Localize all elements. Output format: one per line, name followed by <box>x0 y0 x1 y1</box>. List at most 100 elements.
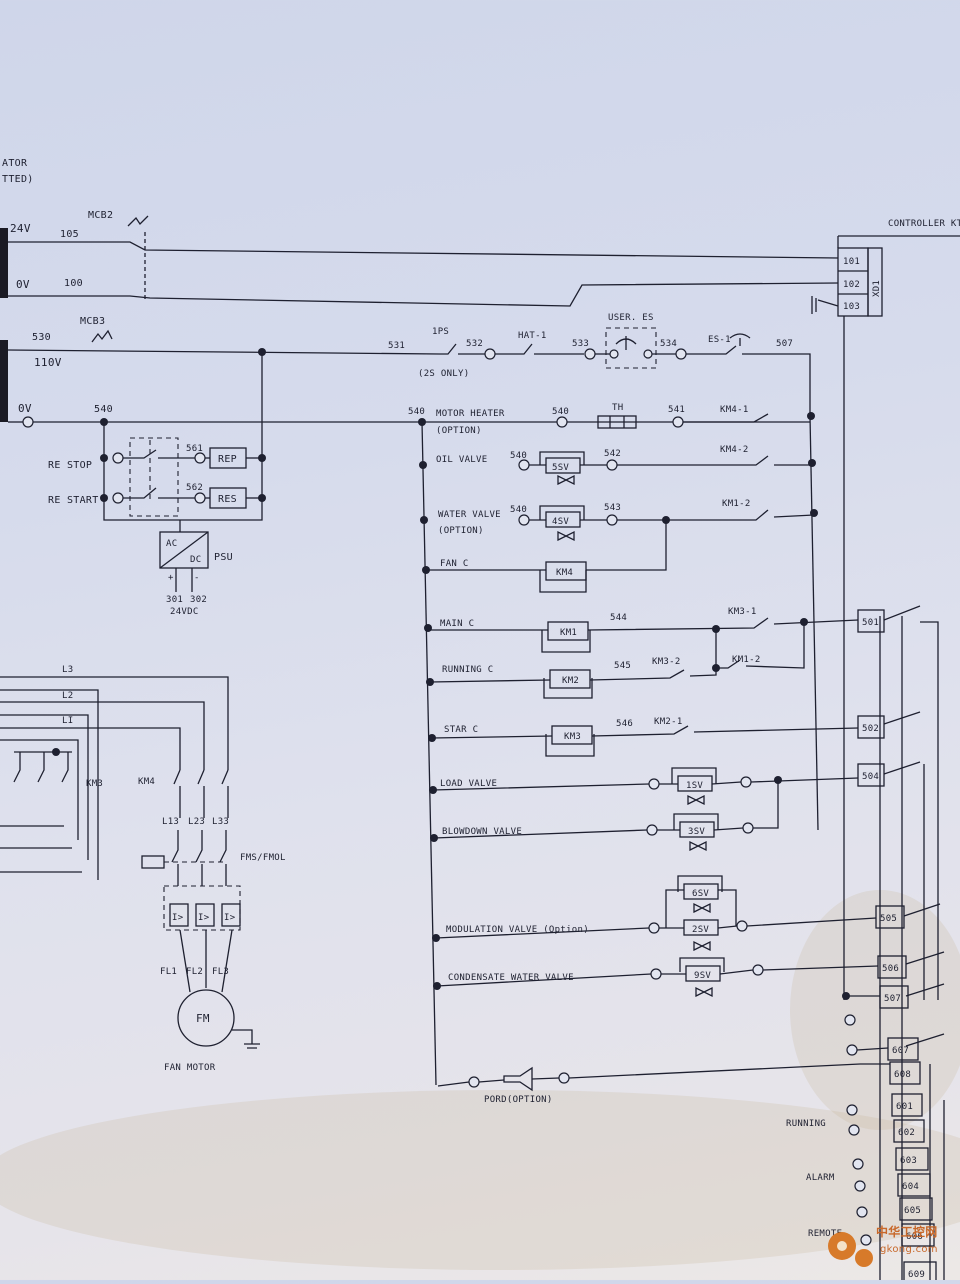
terminal-label-604: 604 <box>902 1182 919 1192</box>
wire-543: 543 <box>604 503 621 513</box>
label-1sv: 1SV <box>686 781 703 791</box>
label-km1-2: KM1-2 <box>732 655 761 665</box>
valve-symbol <box>687 794 705 806</box>
label-9sv: 9SV <box>694 971 711 981</box>
terminal-103: 103 <box>843 302 860 312</box>
wire-542: 542 <box>604 449 621 459</box>
hat1-contact <box>495 343 584 355</box>
wire-562: 562 <box>186 483 203 493</box>
label-km3-main: KM3 <box>86 779 103 789</box>
label-res: RES <box>218 494 237 505</box>
terminal-label-605: 605 <box>904 1206 921 1216</box>
terminal-box-609 <box>903 1261 937 1284</box>
valve-symbol <box>695 986 713 998</box>
wire-531: 531 <box>388 341 405 351</box>
terminal <box>468 1076 480 1088</box>
terminal-box-501 <box>857 609 885 633</box>
terminal <box>646 824 658 836</box>
label-user-es: USER. ES <box>608 313 654 323</box>
re-start-contact <box>123 487 196 499</box>
paper-stain <box>0 1090 960 1270</box>
wire-540: 540 <box>552 407 569 417</box>
label-condensate-valve: CONDENSATE WATER VALVE <box>448 973 574 983</box>
terminal-box-502 <box>857 715 885 739</box>
wire-302: 302 <box>190 595 207 605</box>
terminal-532 <box>484 348 496 360</box>
terminal <box>558 1072 570 1084</box>
label-km4-main: KM4 <box>138 777 155 787</box>
junction-dot <box>807 412 815 420</box>
wire <box>0 739 79 840</box>
label-km2: KM2 <box>562 676 579 686</box>
label-5sv: 5SV <box>552 463 569 473</box>
load-valve-wire <box>432 777 859 791</box>
wire-100: 100 <box>64 278 83 289</box>
label-overload: I> <box>198 913 210 923</box>
xd1-side <box>867 247 883 317</box>
label-km1-2: KM1-2 <box>722 499 751 509</box>
label-fan-motor: FAN MOTOR <box>164 1063 216 1073</box>
coil-km1 <box>547 621 589 641</box>
label-110v: 110V <box>34 356 62 369</box>
terminal <box>742 822 754 834</box>
terminal <box>856 1206 868 1218</box>
label-psu: PSU <box>214 552 233 563</box>
terminal <box>556 416 568 428</box>
terminal-101: 101 <box>843 257 860 267</box>
label-l23: L23 <box>188 817 205 827</box>
label-load-valve: LOAD VALVE <box>440 779 497 789</box>
label-fl2: FL2 <box>186 967 203 977</box>
label-km3: KM3 <box>564 732 581 742</box>
edge-bar <box>0 340 8 422</box>
label-24vdc: 24VDC <box>170 607 199 617</box>
wire <box>718 889 737 926</box>
main-c-wire <box>428 617 859 631</box>
coil-suppressor <box>545 734 595 757</box>
valve-suppressor <box>671 767 717 784</box>
km4-contacts <box>173 769 229 818</box>
label-minus: - <box>194 573 200 583</box>
star-c-wire <box>431 725 859 739</box>
junction-dot <box>418 418 426 426</box>
paper-stain <box>790 890 960 1130</box>
label-1ps: 1PS <box>432 327 449 337</box>
label-water-valve: WATER VALVE <box>438 510 501 520</box>
wire-110v <box>7 349 441 355</box>
watermark-text: 中华工控网 <box>876 1224 938 1239</box>
wire-541: 541 <box>668 405 685 415</box>
label-km4-1: KM4-1 <box>720 405 749 415</box>
coil-km3 <box>551 725 593 745</box>
mcb2-breaker <box>127 215 149 227</box>
terminal-label-501: 501 <box>862 618 879 628</box>
watermark-url: gkong.com <box>880 1244 938 1255</box>
es1-contact <box>686 333 811 416</box>
km4-1-contact <box>683 413 769 423</box>
user-es-button <box>615 336 637 350</box>
coil-suppressor <box>541 630 591 653</box>
label-re-start: RE START <box>48 495 99 506</box>
wire-507: 507 <box>776 339 793 349</box>
label-km1: KM1 <box>560 628 577 638</box>
1ps-contact <box>440 343 486 355</box>
buzzer-symbol <box>503 1066 533 1092</box>
terminal-box-505 <box>875 905 905 929</box>
label-km2-1: KM2-1 <box>654 717 683 727</box>
label-0v-control: 0V <box>18 402 32 415</box>
terminal-label-506: 506 <box>882 964 899 974</box>
terminal-label-609: 609 <box>908 1270 925 1280</box>
terminal-label-603: 603 <box>900 1156 917 1166</box>
label-3sv: 3SV <box>688 827 705 837</box>
terminal <box>852 1158 864 1170</box>
terminal <box>740 776 752 788</box>
terminal <box>844 1014 856 1026</box>
label-alarm: ALARM <box>806 1173 835 1183</box>
wire-544: 544 <box>610 613 627 623</box>
terminal <box>650 968 662 980</box>
km3-contacts <box>13 752 69 783</box>
valve-suppressor <box>539 451 585 465</box>
terminal <box>752 964 764 976</box>
junction-dot <box>52 748 60 756</box>
label-24v: 24V <box>10 222 31 235</box>
wire-540: 540 <box>408 407 425 417</box>
